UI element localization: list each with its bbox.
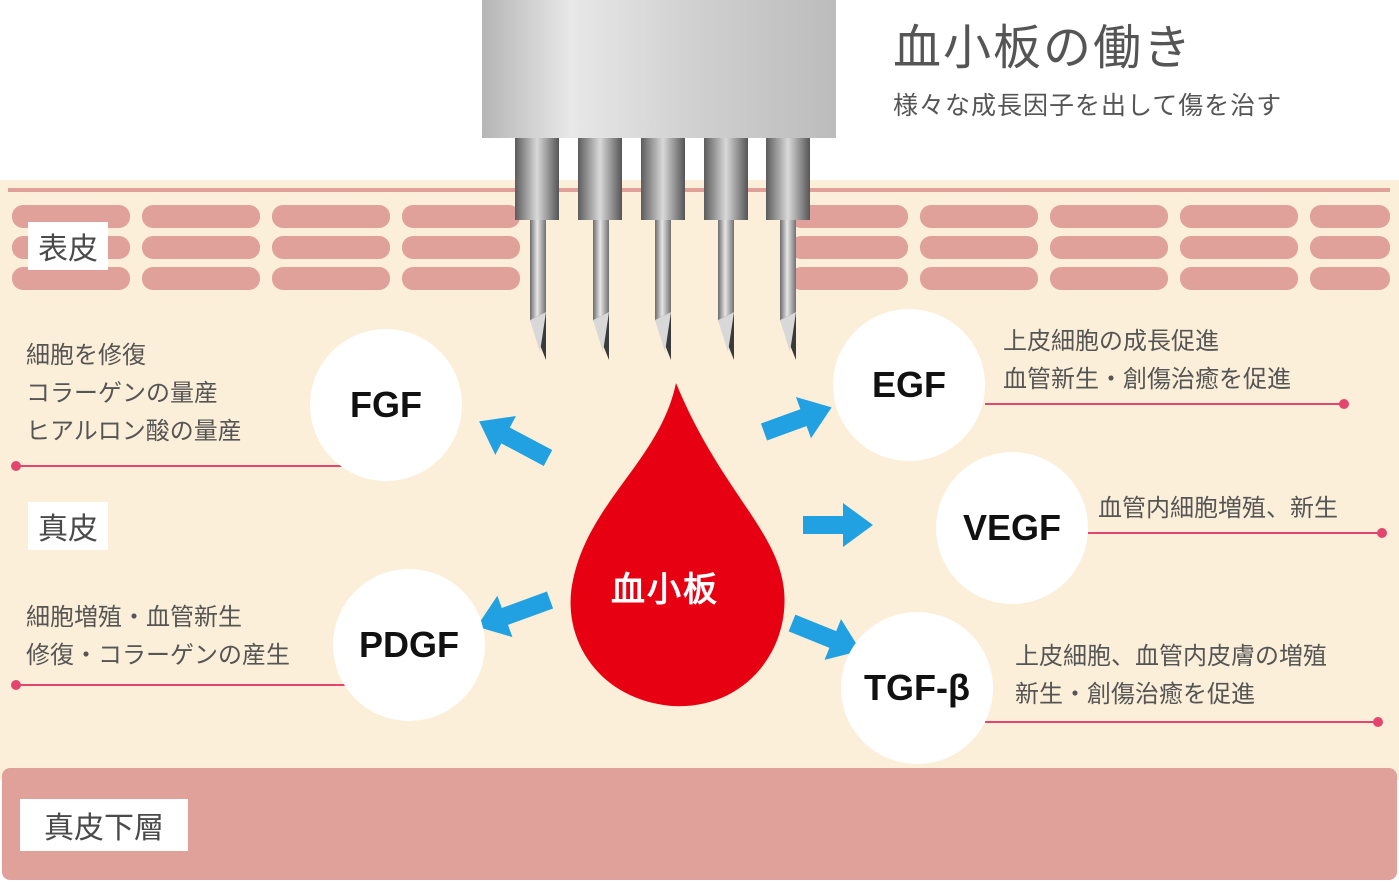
fgf-line: コラーゲンの量産: [26, 379, 218, 407]
factor-pdgf-circle: PDGF: [333, 569, 485, 721]
egf-description: 上皮細胞の成長促進 血管新生・創傷治癒を促進: [1003, 322, 1291, 398]
microneedle-device: [482, 0, 836, 360]
fgf-line: ヒアルロン酸の量産: [26, 417, 242, 445]
factor-vegf-circle: VEGF: [936, 452, 1088, 604]
arrow-vegf: [803, 503, 873, 547]
device-head: [482, 0, 836, 138]
pdgf-line: 修復・コラーゲンの産生: [26, 641, 290, 669]
skin-surface-line: [8, 188, 1390, 192]
tgf-description: 上皮細胞、血管内皮膚の増殖 新生・創傷治癒を促進: [1015, 637, 1327, 713]
tgf-line: 上皮細胞、血管内皮膚の増殖: [1015, 642, 1327, 670]
needles: [515, 138, 810, 360]
platelet-label: 血小板: [611, 570, 719, 610]
diagram-subtitle: 様々な成長因子を出して傷を治す: [893, 91, 1283, 120]
diagram-title: 血小板の働き: [893, 20, 1194, 76]
vegf-description: 血管内細胞増殖、新生: [1098, 489, 1338, 527]
leader-lines: [11, 399, 1387, 727]
factor-tgf-name: TGF-β: [864, 667, 970, 708]
arrow-fgf: [479, 416, 553, 466]
fgf-description: 細胞を修復 コラーゲンの量産 ヒアルロン酸の量産: [26, 336, 242, 450]
arrows: [476, 396, 873, 660]
epidermis-cells: [12, 205, 1390, 290]
factor-egf-circle: EGF: [833, 309, 985, 461]
tgf-line: 新生・創傷治癒を促進: [1015, 680, 1255, 708]
label-subdermis: 真皮下層: [20, 799, 188, 851]
arrow-egf: [760, 396, 832, 441]
factor-fgf-circle: FGF: [310, 329, 462, 481]
factor-fgf-name: FGF: [350, 384, 422, 425]
label-epidermis: 表皮: [28, 222, 108, 270]
platelet-drop: [570, 383, 785, 707]
pdgf-description: 細胞増殖・血管新生 修復・コラーゲンの産生: [26, 598, 290, 674]
vegf-line: 血管内細胞増殖、新生: [1098, 494, 1338, 522]
pdgf-line: 細胞増殖・血管新生: [26, 603, 242, 631]
fgf-line: 細胞を修復: [26, 341, 146, 369]
subdermis-layer: [2, 768, 1397, 880]
arrow-pdgf: [476, 591, 554, 638]
factor-egf-name: EGF: [871, 364, 946, 405]
factor-tgf-circle: TGF-β: [841, 612, 993, 764]
label-dermis: 真皮: [28, 502, 108, 550]
egf-line: 血管新生・創傷治癒を促進: [1003, 365, 1291, 393]
egf-line: 上皮細胞の成長促進: [1003, 327, 1219, 355]
factor-pdgf-name: PDGF: [358, 624, 459, 665]
factor-vegf-name: VEGF: [962, 507, 1061, 548]
